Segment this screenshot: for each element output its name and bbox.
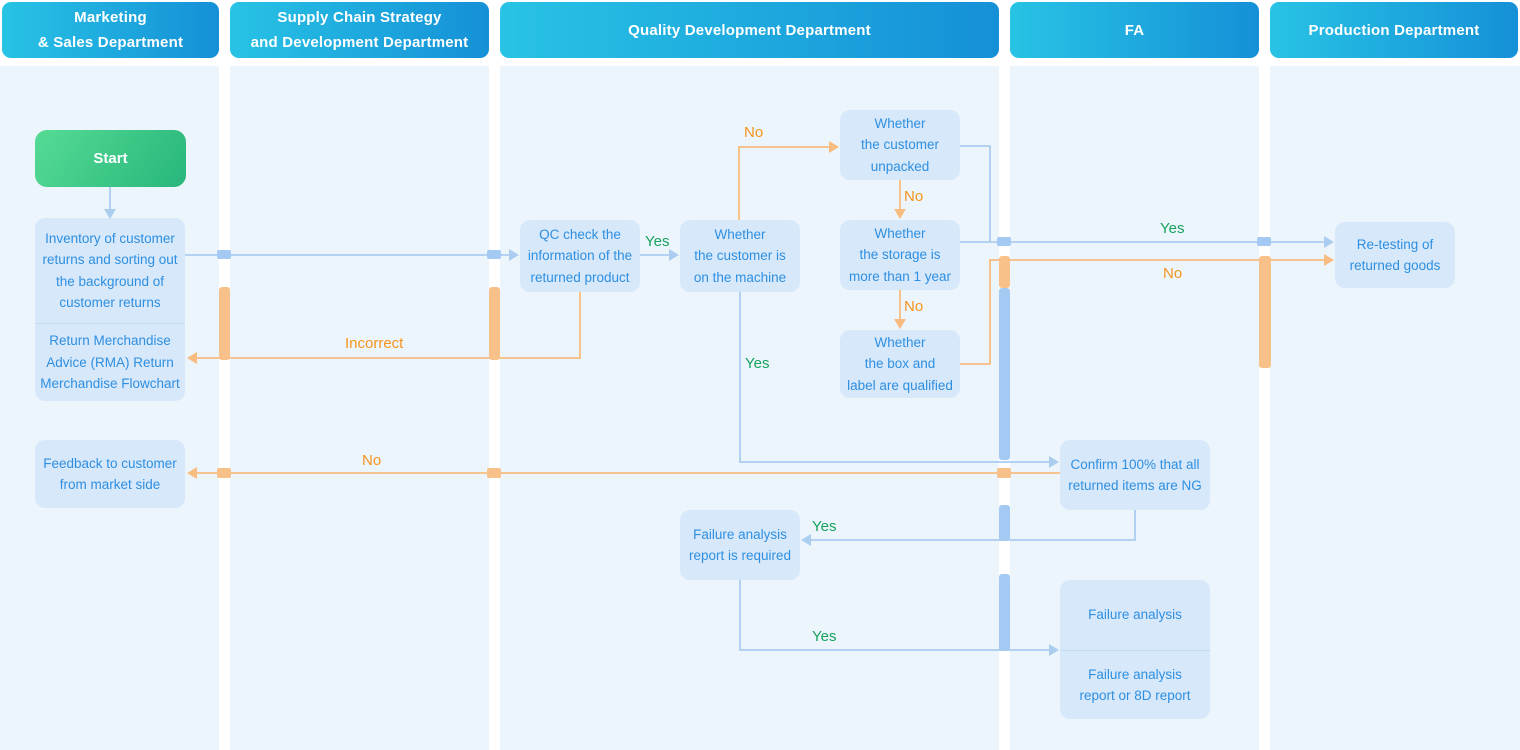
lane-production <box>1270 66 1520 750</box>
edge-label-yes: Yes <box>812 628 837 645</box>
edge-label-no: No <box>744 124 764 141</box>
edge-confirm-farequired-line <box>806 510 1136 541</box>
node-box-label: Whether the box and label are qualified <box>840 330 960 398</box>
node-fa-report-required: Failure analysis report is required <box>680 510 800 580</box>
node-qc-check: QC check the information of the returned… <box>520 220 640 292</box>
edge-boxlabel-retesting-line <box>960 259 1329 365</box>
lane-header-quality: Quality Development Department <box>500 2 999 58</box>
arrow-left-icon <box>187 467 197 479</box>
edge-label-incorrect: Incorrect <box>345 335 404 352</box>
arrow-down-icon <box>894 209 906 219</box>
arrow-down-icon <box>104 209 116 219</box>
edge-label-no: No <box>904 188 924 205</box>
arrow-left-icon <box>187 352 197 364</box>
edge-label-no: No <box>1163 265 1183 282</box>
edge-label-yes: Yes <box>812 518 837 535</box>
edge-unpacked-join-line <box>960 145 991 242</box>
edge-label-no: No <box>362 452 382 469</box>
node-storage: Whether the storage is more than 1 year <box>840 220 960 290</box>
bridge-bar-orange <box>489 287 500 360</box>
edge-label-yes: Yes <box>1160 220 1185 237</box>
node-confirm-ng: Confirm 100% that all returned items are… <box>1060 440 1210 510</box>
node-feedback: Feedback to customer from market side <box>35 440 185 508</box>
bridge-bar-orange <box>999 256 1010 288</box>
edge-farequired-fa-line <box>739 579 1054 651</box>
lane-supply-chain <box>230 66 489 750</box>
node-start: Start <box>35 130 186 187</box>
arrow-right-icon <box>1049 644 1059 656</box>
bridge-bar-blue <box>999 574 1010 651</box>
edge-label-no: No <box>904 298 924 315</box>
arrow-right-icon <box>669 249 679 261</box>
node-failure-analysis: Failure analysis <box>1060 580 1210 650</box>
edge-qc-rma-line <box>192 292 581 359</box>
node-failure-report: Failure analysis report or 8D report <box>1060 650 1210 719</box>
edge-machine-unpacked-line <box>738 146 834 220</box>
lane-header-production: Production Department <box>1270 2 1518 58</box>
bridge-pill-blue <box>1257 237 1271 246</box>
edge-label-yes: Yes <box>645 233 670 250</box>
arrow-left-icon <box>801 534 811 546</box>
lane-header-supply-chain: Supply Chain Strategy and Development De… <box>230 2 489 58</box>
bridge-pill-blue <box>997 237 1011 246</box>
node-inventory: Inventory of customer returns and sortin… <box>35 218 185 323</box>
node-unpacked: Whether the customer unpacked <box>840 110 960 180</box>
arrow-right-icon <box>1324 236 1334 248</box>
bridge-bar-orange <box>219 287 230 360</box>
arrow-right-icon <box>509 249 519 261</box>
bridge-pill-blue <box>217 250 231 259</box>
lane-header-fa: FA <box>1010 2 1259 58</box>
bridge-bar-blue <box>999 288 1010 460</box>
bridge-bar-blue <box>999 505 1010 541</box>
edge-machine-confirm-line <box>739 292 1054 463</box>
arrow-right-icon <box>1049 456 1059 468</box>
bridge-bar-orange <box>1259 256 1271 368</box>
bridge-pill-orange <box>217 468 231 478</box>
arrow-right-icon <box>829 141 839 153</box>
edge-label-yes: Yes <box>745 355 770 372</box>
lane-header-marketing-sales: Marketing & Sales Department <box>2 2 219 58</box>
bridge-pill-orange <box>487 468 501 478</box>
arrow-right-icon <box>1324 254 1334 266</box>
lane-quality <box>500 66 999 750</box>
bridge-pill-orange <box>997 468 1011 478</box>
arrow-down-icon <box>894 319 906 329</box>
node-on-machine: Whether the customer is on the machine <box>680 220 800 292</box>
bridge-pill-blue <box>487 250 501 259</box>
node-rma: Return Merchandise Advice (RMA) Return M… <box>35 323 185 401</box>
node-retesting: Re-testing of returned goods <box>1335 222 1455 288</box>
